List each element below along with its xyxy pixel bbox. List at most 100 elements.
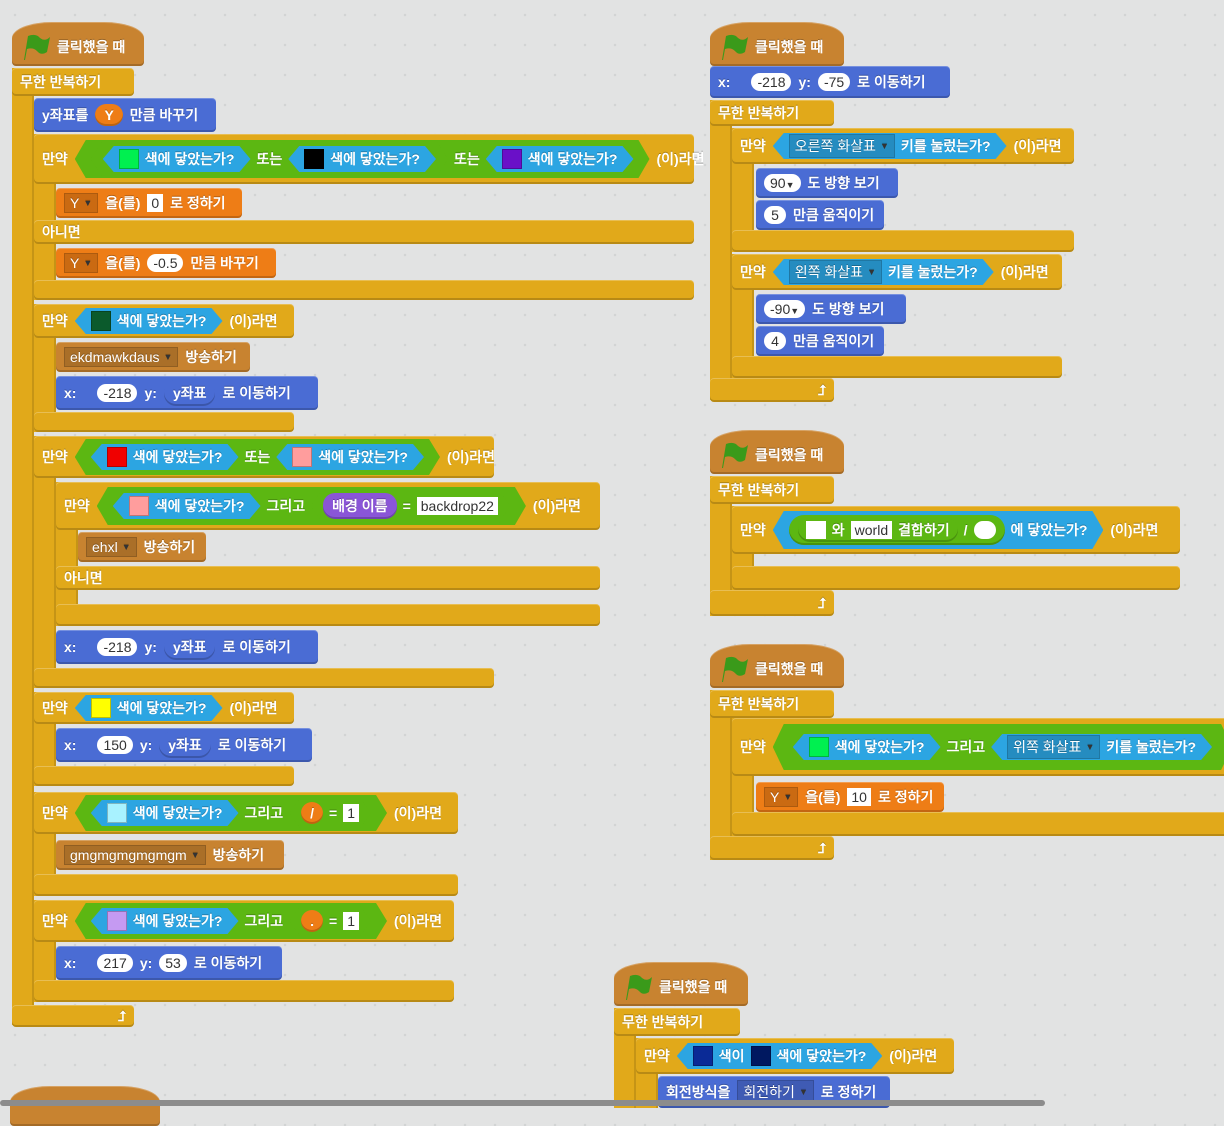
color-swatch[interactable]	[107, 447, 127, 467]
touching-color-boolean[interactable]: 색에 닿았는가?	[103, 146, 251, 172]
forever-block[interactable]: 무한 반복하기	[710, 690, 834, 718]
color-swatch[interactable]	[693, 1046, 713, 1066]
value-input[interactable]: 10	[847, 788, 871, 806]
color-swatch[interactable]	[91, 311, 111, 331]
value-input[interactable]: 1	[343, 804, 359, 822]
forever-block[interactable]: 무한 반복하기	[614, 1008, 740, 1036]
y-position-reporter[interactable]: y좌표	[159, 732, 211, 758]
message-dropdown[interactable]: gmgmgmgmgmgm▼	[64, 845, 206, 865]
color-swatch[interactable]	[751, 1046, 771, 1066]
y-position-reporter[interactable]: y좌표	[163, 380, 216, 406]
message-dropdown[interactable]: ekdmawkdaus▼	[64, 347, 179, 367]
key-pressed-boolean[interactable]: 왼쪽 화살표▼키를 눌렀는가?	[773, 259, 994, 285]
steps-input[interactable]: 4	[764, 332, 786, 350]
variable-dropdown[interactable]: Y▼	[764, 787, 799, 807]
color-swatch[interactable]	[809, 737, 829, 757]
touching-color-boolean[interactable]: 색에 닿았는가?	[113, 493, 261, 519]
message-dropdown[interactable]: ehxl▼	[86, 537, 137, 557]
y-position-reporter[interactable]: y좌표	[163, 634, 216, 660]
color-swatch[interactable]	[502, 149, 522, 169]
variable-reporter[interactable]: Y	[95, 104, 123, 126]
x-input[interactable]: -218	[97, 638, 138, 656]
color-swatch[interactable]	[107, 803, 127, 823]
when-flag-clicked-hat[interactable]: 클릭했을 때	[614, 962, 748, 1006]
color-swatch[interactable]	[107, 911, 127, 931]
or-operator[interactable]: 색에 닿았는가? 또는 색에 닿았는가? 또는 색에 닿았는가?	[75, 140, 650, 178]
join-second-input[interactable]: world	[851, 521, 892, 539]
forever-block[interactable]: 무한 반복하기	[710, 100, 834, 126]
variable-reporter[interactable]: /	[301, 802, 323, 824]
if-else-block[interactable]: 만약 색에 닿았는가? 또는 색에 닿았는가? 또는 색에 닿았는가? (이)라…	[34, 134, 704, 184]
variable-reporter[interactable]: .	[301, 910, 323, 932]
point-direction-block[interactable]: 90▼도 방향 보기	[756, 168, 898, 198]
steps-input[interactable]: 5	[764, 206, 786, 224]
key-dropdown[interactable]: 위쪽 화살표▼	[1007, 735, 1100, 759]
equals-operator[interactable]: /=1	[289, 798, 371, 828]
color-swatch[interactable]	[119, 149, 139, 169]
touching-color-boolean[interactable]: 색에 닿았는가?	[91, 908, 239, 934]
equals-operator[interactable]: .=1	[289, 906, 371, 936]
backdrop-name-reporter[interactable]: 배경 이름	[323, 493, 396, 519]
key-pressed-boolean[interactable]: 오른쪽 화살표▼키를 눌렀는가?	[773, 133, 1007, 159]
point-direction-block[interactable]: -90▼도 방향 보기	[756, 294, 906, 324]
key-pressed-boolean[interactable]: 위쪽 화살표▼키를 눌렀는가?	[991, 734, 1212, 760]
value-input[interactable]: backdrop22	[417, 497, 498, 515]
broadcast-block[interactable]: gmgmgmgmgmgm▼방송하기	[56, 840, 284, 870]
key-dropdown[interactable]: 왼쪽 화살표▼	[789, 260, 882, 284]
and-operator[interactable]: 색에 닿았는가?그리고.=1	[75, 903, 387, 939]
touching-color-boolean[interactable]: 색에 닿았는가?	[75, 308, 223, 334]
when-flag-clicked-hat[interactable]: 클릭했을 때	[710, 644, 844, 688]
forever-block[interactable]: 무한 반복하기	[710, 476, 834, 504]
when-flag-clicked-hat[interactable]: 클릭했을 때	[710, 430, 844, 474]
value-input[interactable]: 1	[343, 912, 359, 930]
y-input[interactable]: -75	[817, 73, 851, 91]
color-swatch[interactable]	[129, 496, 149, 516]
touching-color-boolean[interactable]: 색에 닿았는가?	[91, 444, 239, 470]
value-input[interactable]: 0	[147, 194, 164, 212]
broadcast-block[interactable]: ekdmawkdaus▼방송하기	[56, 342, 250, 372]
value-input[interactable]: -0.5	[147, 254, 184, 272]
x-input[interactable]: 150	[97, 736, 133, 754]
touching-color-boolean[interactable]: 색에 닿았는가?	[288, 146, 436, 172]
horizontal-scrollbar[interactable]	[0, 1100, 1045, 1106]
direction-input[interactable]: 90▼	[764, 174, 801, 192]
when-flag-clicked-hat[interactable]: 클릭했을 때	[12, 22, 144, 66]
key-dropdown[interactable]: 오른쪽 화살표▼	[789, 134, 895, 158]
or-operator[interactable]: 색에 닿았는가? 또는 색에 닿았는가?	[91, 142, 448, 176]
when-flag-clicked-hat[interactable]: 클릭했을 때	[710, 22, 844, 66]
broadcast-block[interactable]: ehxl▼방송하기	[78, 532, 206, 562]
equals-operator[interactable]: 배경 이름=backdrop22	[311, 489, 510, 523]
touching-color-boolean[interactable]: 색에 닿았는가?	[793, 734, 941, 760]
color-swatch[interactable]	[292, 447, 312, 467]
direction-input[interactable]: -90▼	[764, 300, 806, 318]
x-input[interactable]: -218	[751, 73, 792, 91]
